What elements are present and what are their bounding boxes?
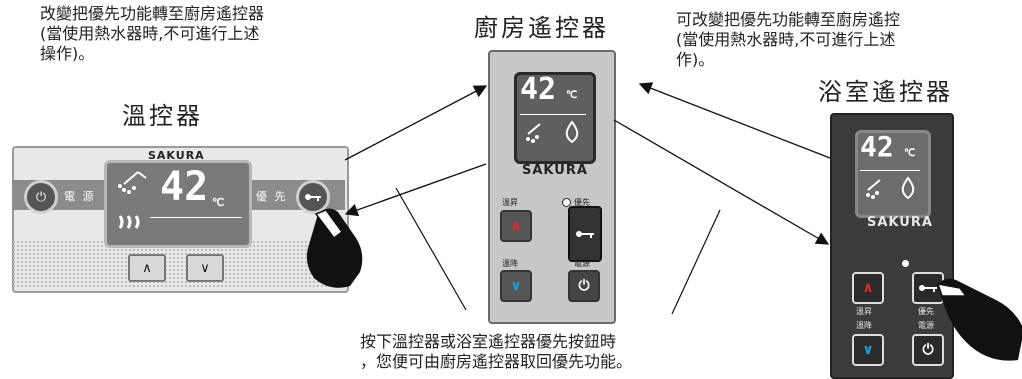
arrow-thermostat-to-kitchen <box>344 85 488 161</box>
kitchen-remote-brand: SAKURA <box>522 163 588 178</box>
bath-remote-temperature: 42 <box>860 130 894 163</box>
kitchen-remote-title: 廚房遙控器 <box>474 14 609 42</box>
bath-display-divider <box>860 170 920 171</box>
thermostat-dotted-area <box>12 240 345 289</box>
thermostat-title: 溫控器 <box>122 102 203 130</box>
thermostat-brand: SAKURA <box>148 149 205 162</box>
shower-icon <box>116 168 150 196</box>
arrow-kitchen-to-bath <box>613 119 830 245</box>
kitchen-remote-display <box>514 72 596 164</box>
thermostat-up-button[interactable]: ∧ <box>128 254 166 282</box>
hand-icon <box>306 208 363 288</box>
bath-remote-brand: SAKURA <box>867 215 933 230</box>
thermostat-power-label: 電 源 <box>64 190 96 203</box>
shower-icon <box>862 176 888 200</box>
bath-remote-title: 浴室遙控器 <box>818 78 953 106</box>
kitchen-remote-unit: ℃ <box>566 90 578 101</box>
bath-temp-down-button[interactable]: ∨ <box>852 334 884 366</box>
thermostat-display <box>104 160 252 248</box>
bath-priority-label: 優先 <box>918 307 934 316</box>
bath-remote-unit: ℃ <box>904 148 916 159</box>
kitchen-power-button[interactable]: ⏻ <box>568 270 600 302</box>
note-thermostat: 改變把優先功能轉至廚房遙控器 (當使用熱水器時,不可進行上述 操作)。 <box>40 4 265 63</box>
bath-up-label: 溫昇 <box>856 307 872 316</box>
kitchen-temp-up-button[interactable]: ∧ <box>500 210 532 242</box>
flame-icon <box>898 176 918 200</box>
thermostat-down-button[interactable]: ∨ <box>186 254 224 282</box>
kitchen-priority-button[interactable] <box>568 206 602 262</box>
priority-indicator-icon <box>562 198 571 207</box>
thermostat-unit: ℃ <box>212 196 225 209</box>
kitchen-temp-down-button[interactable]: ∨ <box>500 270 532 302</box>
heating-icon <box>116 210 146 234</box>
note-bottom: 按下溫控器或浴室遙控器優先按鈕時 ，您便可由廚房遙控器取回優先功能。 <box>360 332 633 371</box>
power-icon: ⏻ <box>35 189 47 205</box>
key-icon <box>919 285 937 292</box>
display-divider <box>150 217 242 218</box>
bath-power-button[interactable]: ⏻ <box>912 334 944 366</box>
kitchen-display-divider <box>520 114 586 115</box>
bath-power-label: 電源 <box>918 321 934 330</box>
key-icon <box>576 231 594 238</box>
kitchen-down-label: 溫降 <box>502 259 518 268</box>
kitchen-up-label: 溫昇 <box>502 198 518 207</box>
kitchen-remote-temperature: 42 <box>520 72 557 107</box>
flame-icon <box>562 120 582 144</box>
arrow-kitchen-to-thermostat <box>344 163 487 217</box>
note-bath: 可改變把優先功能轉至廚房遙控 (當使用熱水器時,不可進行上述 作)。 <box>676 10 901 69</box>
bath-down-label: 溫降 <box>856 321 872 330</box>
priority-indicator-icon <box>902 260 909 267</box>
thermostat-power-button[interactable]: ⏻ <box>24 180 58 214</box>
pointer-line <box>671 209 721 315</box>
bath-temp-up-button[interactable]: ∧ <box>852 272 884 304</box>
pointer-line <box>395 187 467 311</box>
thermostat-priority-label: 優 先 <box>256 190 288 203</box>
kitchen-power-label: 電源 <box>574 259 590 268</box>
shower-icon <box>522 120 548 144</box>
key-icon <box>305 194 321 201</box>
kitchen-priority-label: 優先 <box>574 198 590 207</box>
bath-remote-display <box>855 130 931 218</box>
thermostat-priority-button[interactable] <box>296 180 330 214</box>
thermostat-temperature: 42 <box>160 164 209 210</box>
arrow-bath-to-kitchen <box>638 82 831 159</box>
hand-icon <box>936 278 1022 361</box>
